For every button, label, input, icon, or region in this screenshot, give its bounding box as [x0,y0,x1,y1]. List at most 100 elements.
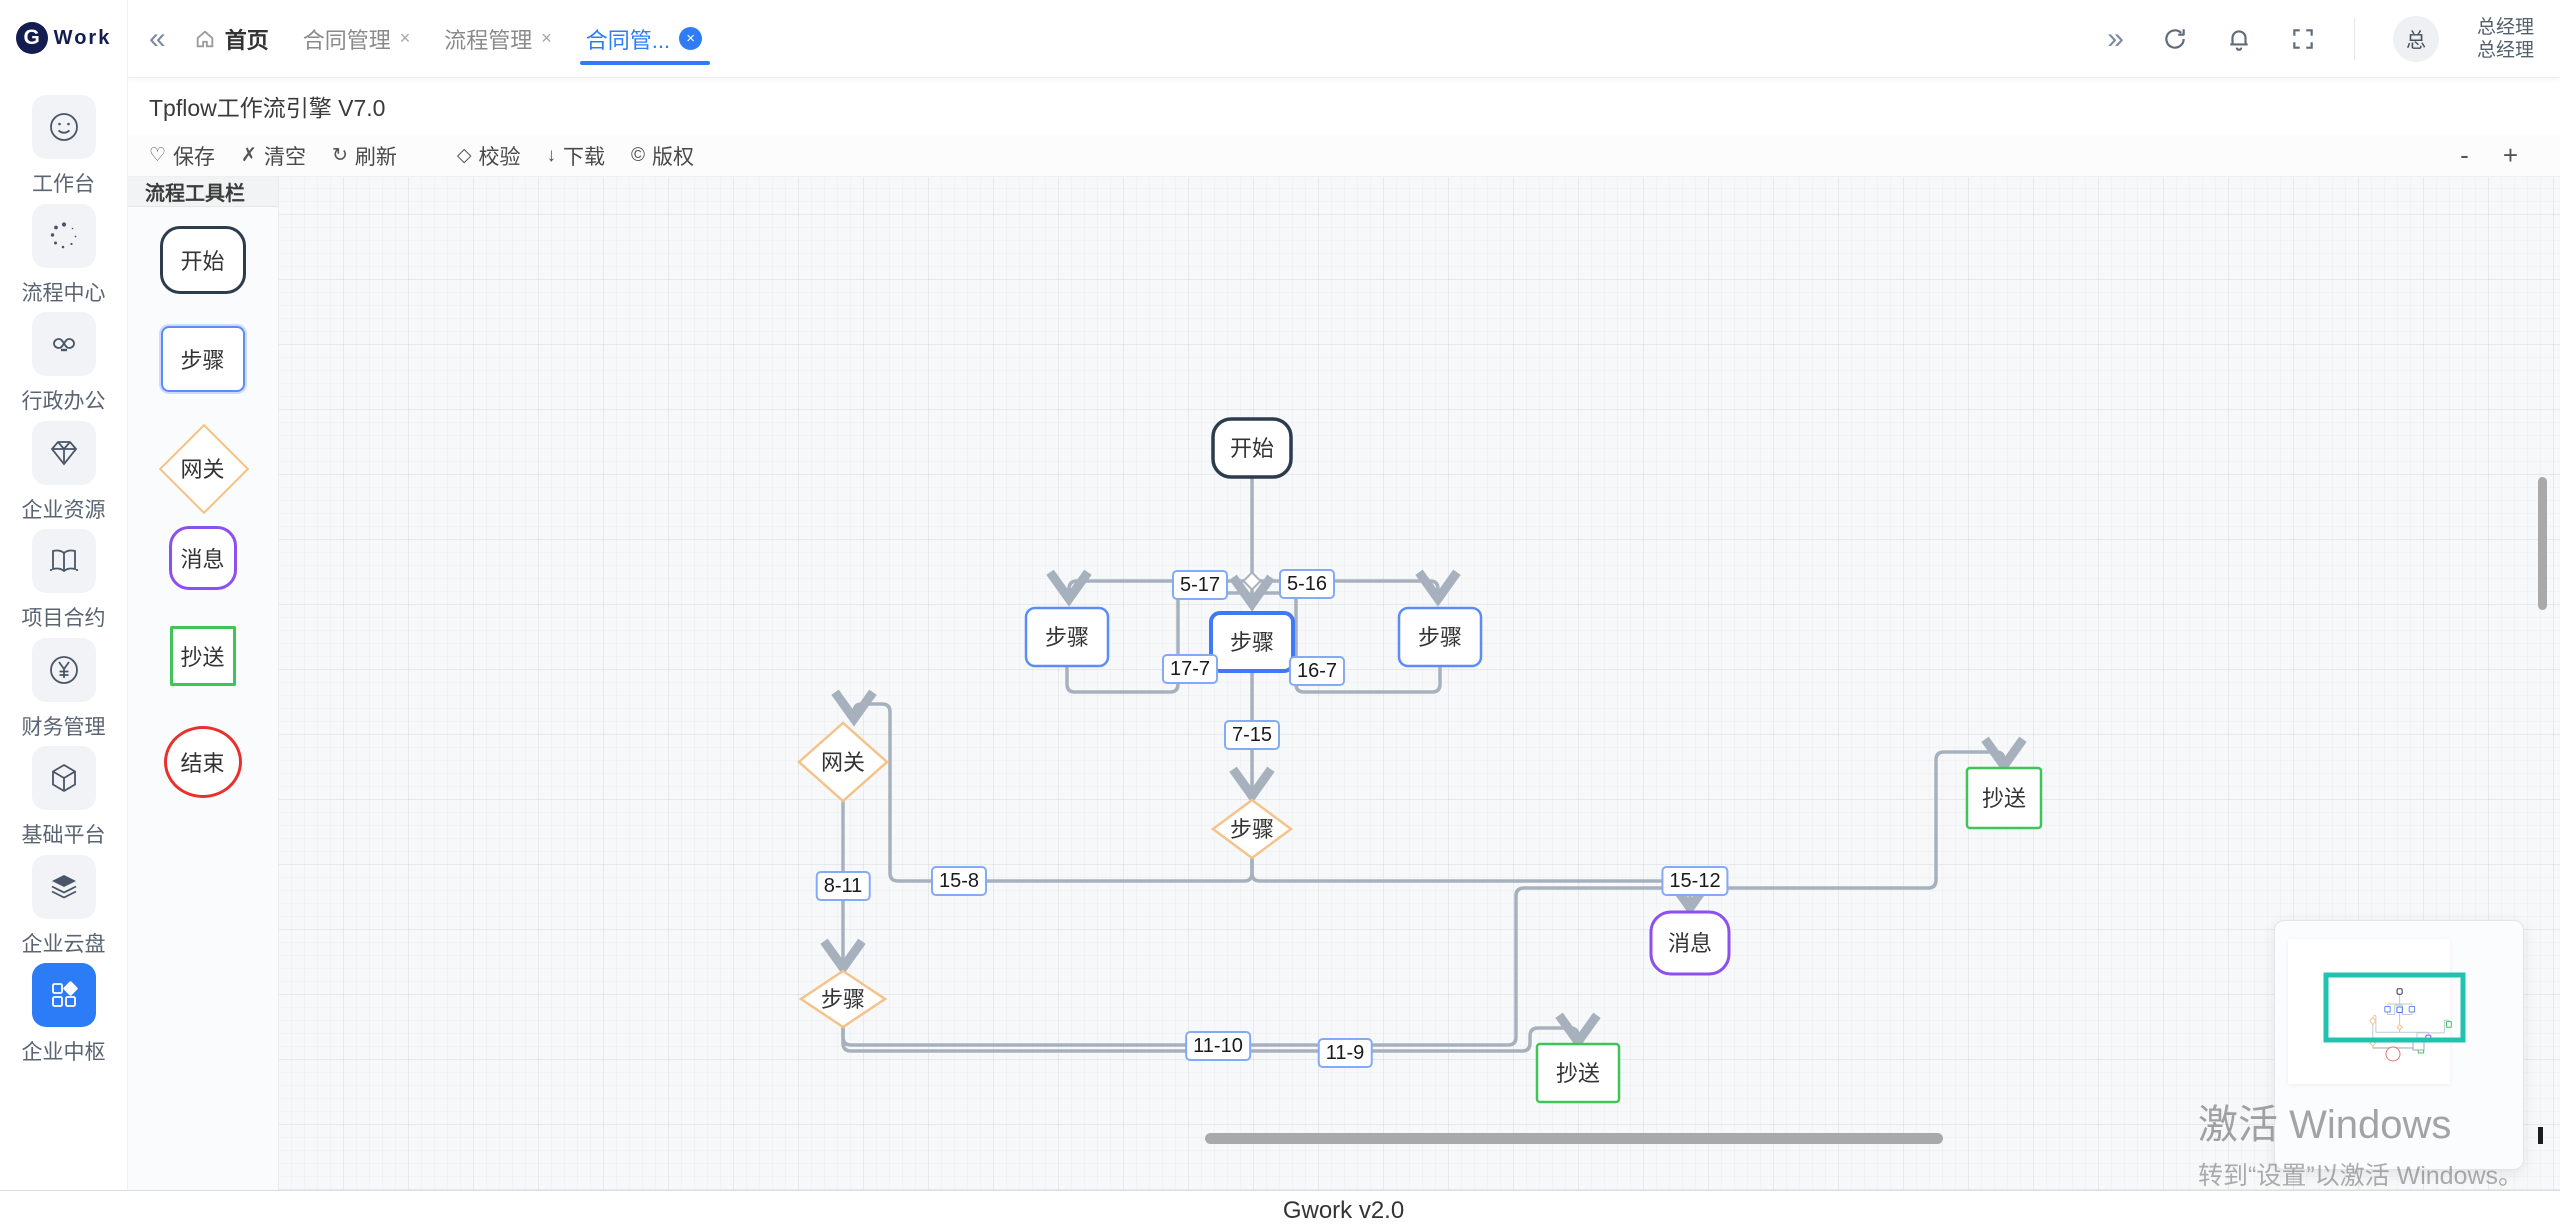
save-button[interactable]: ♡保存 [149,141,215,171]
flow-edge-5-16 [2400,1004,2412,1005]
edge-label-11-10[interactable]: 11-10 [1185,1031,1251,1061]
sidebar-item-企业云盘[interactable]: 企业云盘 [0,854,127,958]
horizontal-scrollbar[interactable] [1205,1133,1943,1144]
close-tab-icon[interactable]: × [541,28,552,48]
flow-node-gateway-11[interactable] [798,969,888,1029]
edge-label-17-7[interactable]: 17-7 [1161,654,1219,684]
toolbar-button-label: 保存 [173,145,216,169]
clear-button[interactable]: ✗清空 [241,141,306,171]
home-icon [196,29,213,47]
infinity-icon [31,312,96,376]
flow-edge-5-16[interactable] [1252,569,1461,607]
flow-edge-15-8[interactable] [831,689,1254,883]
logo-text: Work [53,26,112,49]
refresh-icon[interactable] [2162,26,2188,52]
flow-node-step-16 [2409,1007,2414,1012]
sidebar-item-企业中枢[interactable]: 企业中枢 [0,963,127,1066]
palette-node-抄送[interactable]: 抄送 [127,626,278,686]
flow-edge-17-7[interactable] [1065,591,1254,694]
sidebar-item-基础平台[interactable]: 基础平台 [0,746,127,849]
fullscreen-icon[interactable] [2290,26,2316,52]
tab-首页[interactable]: 首页 [194,0,269,77]
grid-icon [31,963,96,1027]
tab-label: 合同管理 [302,27,391,53]
flow-node-step-17 [2385,1007,2390,1012]
edge-label-5-17[interactable]: 5-17 [1171,570,1229,600]
edge-label-7-15[interactable]: 7-15 [1223,720,1281,750]
flow-edge-5-17[interactable] [1046,569,1252,607]
logo-icon: G [15,22,48,54]
sidebar-item-label: 企业云盘 [21,932,106,956]
minimap-panel[interactable] [2274,920,2524,1170]
close-tab-icon[interactable]: × [399,28,411,48]
tab-label: 流程管理 [444,27,533,53]
flow-edge-11-9[interactable] [841,1012,1601,1053]
toolbar-buttons: ♡保存 ✗清空 ↻ 刷新 ◇校验 ↓下载 ©版权 [127,141,694,171]
minimap-viewport[interactable] [2323,972,2466,1043]
sidebar-item-label: 工作台 [32,173,95,196]
flow-node-cc-10[interactable] [1965,766,2043,830]
tab-bar: 首页 合同管理 × 流程管理 × 合同管... × [194,0,711,77]
edge-label-15-8[interactable]: 15-8 [930,866,988,896]
sidebar-item-行政办公[interactable]: 行政办公 [0,312,127,415]
zoom-out-button[interactable]: - [2460,140,2469,170]
sidebar-item-企业资源[interactable]: 企业资源 [0,420,127,524]
sidebar-item-工作台[interactable]: 工作台 [0,95,127,198]
palette-node-步骤[interactable]: 步骤 [127,326,278,392]
edge-label-11-9[interactable]: 11-9 [1317,1038,1373,1068]
download-button[interactable]: ↓下载 [547,141,606,171]
flow-node-cc-9[interactable] [1535,1042,1621,1104]
flow-node-start-5[interactable] [1211,417,1293,479]
expand-tabs-icon[interactable]: » [2107,21,2124,55]
close-tab-icon[interactable]: × [679,27,703,50]
flow-node-label: 步骤 [821,987,865,1012]
designer-toolbar: ♡保存 ✗清空 ↻ 刷新 ◇校验 ↓下载 ©版权 - + [127,135,2560,177]
refresh-icon: ↻ [331,145,348,166]
flow-node-step-17[interactable] [1024,606,1110,668]
vertical-scrollbar[interactable] [2538,477,2547,610]
toolbar-button-label: 版权 [652,145,695,169]
tab-合同管理[interactable]: 合同管理 × [303,0,411,77]
collapse-tabs-icon[interactable]: « [149,21,166,55]
sidebar-item-label: 财务管理 [21,715,106,739]
refresh-button[interactable]: ↻ 刷新 [332,141,397,171]
designer-title: Tpflow工作流引擎 V7.0 [149,95,386,121]
edge-label-16-7[interactable]: 16-7 [1288,656,1346,686]
edge-label-5-16[interactable]: 5-16 [1278,569,1336,599]
flow-node-step-16[interactable] [1397,606,1483,668]
tab-合同管...[interactable]: 合同管... × [579,0,711,77]
flow-node-gateway-8[interactable] [797,721,889,803]
user-avatar[interactable]: 总 [2392,15,2439,62]
sidebar-item-label: 基础平台 [21,824,106,847]
flow-node-step-7[interactable] [1209,611,1295,673]
zoom-in-button[interactable]: + [2502,140,2518,170]
book-icon [31,529,96,593]
palette-node-消息[interactable]: 消息 [127,526,278,590]
toolbar-button-label: 清空 [263,145,306,169]
flow-edge-5-17 [2388,1004,2400,1005]
status-bar: Gwork v2.0 [0,1190,2560,1229]
user-name[interactable]: 总经理 总经理 [2477,16,2534,62]
flow-node-label: 抄送 [1556,1061,1600,1086]
tab-流程管理[interactable]: 流程管理 × [444,0,552,77]
flow-node-start-5 [2397,989,2402,994]
flow-node-gateway-15[interactable] [1210,798,1294,860]
text-cursor [2538,1127,2543,1144]
palette-node-开始[interactable]: 开始 [127,226,278,294]
flow-node-message-12[interactable] [1649,910,1731,976]
tab-label: 合同管... [585,27,671,53]
notifications-bell-icon[interactable] [2226,26,2252,52]
palette-node-结束[interactable]: 结束 [127,726,278,798]
copyright-button[interactable]: ©版权 [631,141,694,171]
edge-label-8-11[interactable]: 8-11 [815,871,871,901]
palette-node-网关[interactable]: 网关 [127,423,278,515]
sidebar-item-项目合约[interactable]: 项目合约 [0,529,127,632]
sidebar-item-流程中心[interactable]: 流程中心 [0,203,127,307]
toolbar-button-label: 刷新 [354,145,397,169]
sidebar-item-财务管理[interactable]: 财务管理 [0,637,127,741]
divider [2353,17,2355,60]
smiley-icon [31,95,96,159]
validate-button[interactable]: ◇校验 [457,141,521,171]
flow-node-label: 网关 [821,750,865,775]
